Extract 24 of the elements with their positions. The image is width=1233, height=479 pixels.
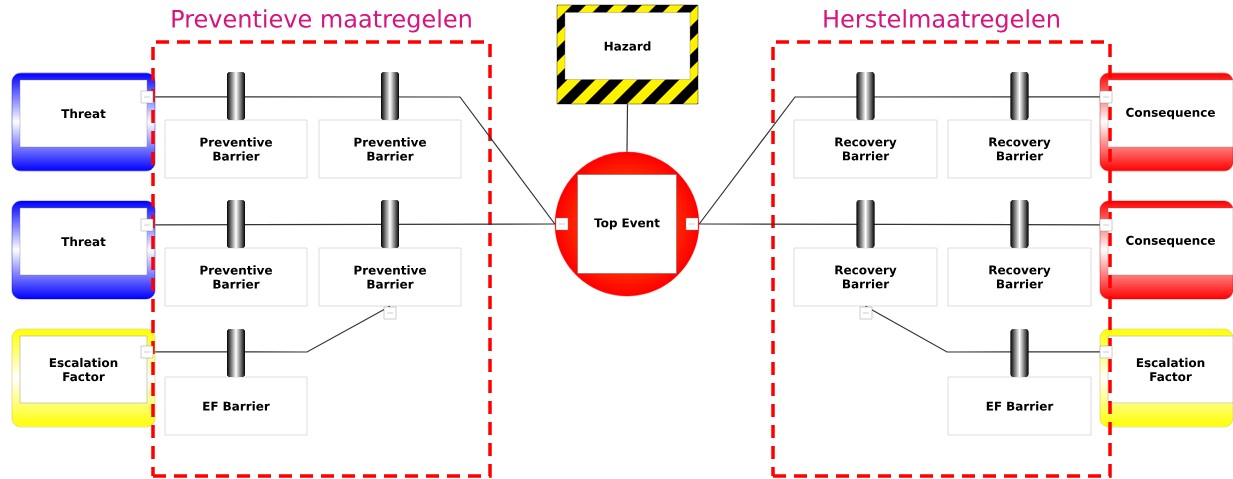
threat-box: Threat [11,200,156,300]
barrier-box: EF Barrier [164,376,308,436]
connector-line [626,103,629,153]
barrier-box: Preventive Barrier [164,119,308,179]
node-label: Herstelmaatregelen [824,9,1059,33]
escalation-factor-box: Escalation Factor [1099,328,1233,428]
barrier-box: Recovery Barrier [793,247,938,307]
barrier-box: Preventive Barrier [164,247,308,307]
node-label: Preventieve maatregelen [172,9,471,33]
connector-line [698,96,1101,225]
threat-box: Threat [11,72,156,172]
barrier-box: Recovery Barrier [947,119,1092,179]
barrier-box: Recovery Barrier [793,119,938,179]
consequence-box: Consequence [1099,72,1233,172]
barrier-box: Recovery Barrier [947,247,1092,307]
connector-line [154,223,556,226]
connector-line [154,96,556,225]
barrier-box: EF Barrier [947,376,1092,436]
barrier-box: Preventive Barrier [318,247,462,307]
escalation-factor-box: Escalation Factor [11,328,156,428]
hazard-sign: Hazard [556,4,699,105]
barrier-box: Preventive Barrier [318,119,462,179]
consequence-box: Consequence [1099,200,1233,300]
connector-line [698,223,1101,226]
